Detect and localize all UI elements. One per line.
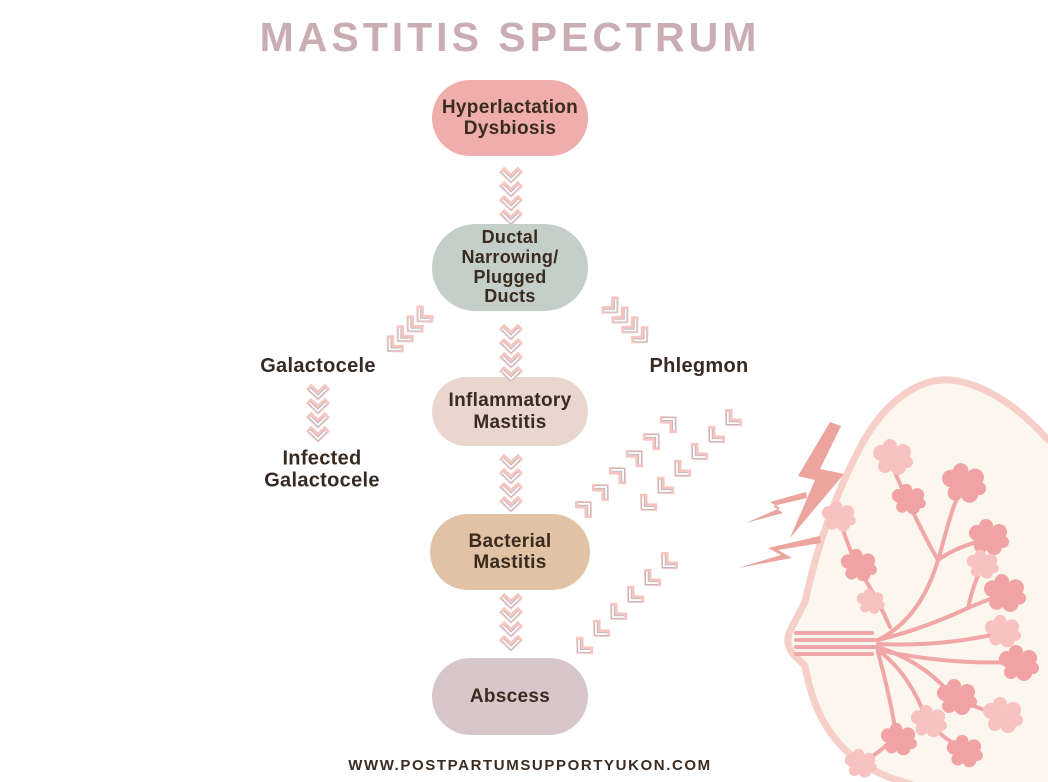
node-label-line: Bacterial [468,530,552,552]
node-abscess: Abscess [432,658,588,735]
pain-lightning-bolt-icons [738,422,844,568]
page-title: MASTITIS SPECTRUM [259,14,761,60]
chevron-down-icon [498,366,525,383]
node-inflammatory-mastitis: Inflammatory Mastitis [432,377,588,446]
arrow-bacterial-to-abscess [498,593,525,652]
node-label-line: Mastitis [473,411,547,433]
breast-outline [784,376,1048,782]
arrow-galactocele-to-infected [305,384,332,443]
node-infected-galactocele: Infected Galactocele [264,448,380,491]
arrow-hyperlactation-to-ductal [498,167,525,226]
arrow-inflammatory-to-bacterial [498,454,525,513]
node-phlegmon: Phlegmon [649,356,748,378]
node-label-line: Infected [282,447,362,470]
chevron-down-icon [498,209,525,226]
node-label-line: Abscess [469,685,551,707]
arrow-ductal-to-phlegmon [597,292,658,353]
node-label-line: Dysbiosis [463,118,557,139]
chevron-down-icon [305,426,332,443]
arrow-ductal-to-galactocele [378,301,439,362]
node-label-line: Inflammatory [448,390,572,412]
node-label-line: Mastitis [473,552,547,573]
node-label-line: Galactocele [264,469,380,491]
node-bacterial-mastitis: Bacterial Mastitis [430,514,590,590]
arrow-ductal-to-inflammatory [498,324,525,383]
node-label-line: Ductal [481,226,539,247]
node-label-line: Galactocele [260,355,376,378]
node-label-line: Hyperlactation [441,96,579,118]
breast-anatomy-illustration [738,376,1048,782]
node-galactocele: Galactocele [260,356,376,378]
node-label-line: Phlegmon [649,355,749,378]
website-url: WWW.POSTPARTUMSUPPORTYUKON.COM [348,757,712,774]
chevron-down-icon [498,635,525,652]
node-label-line: Narrowing/ [461,246,559,267]
chevron-down-icon [498,496,525,513]
node-ductal-narrowing-plugged-ducts: Ductal Narrowing/ Plugged Ducts [432,224,588,311]
node-label-line: Ducts [484,286,536,307]
node-label-line: Plugged [473,266,547,287]
node-hyperlactation-dysbiosis: Hyperlactation Dysbiosis [432,80,588,156]
